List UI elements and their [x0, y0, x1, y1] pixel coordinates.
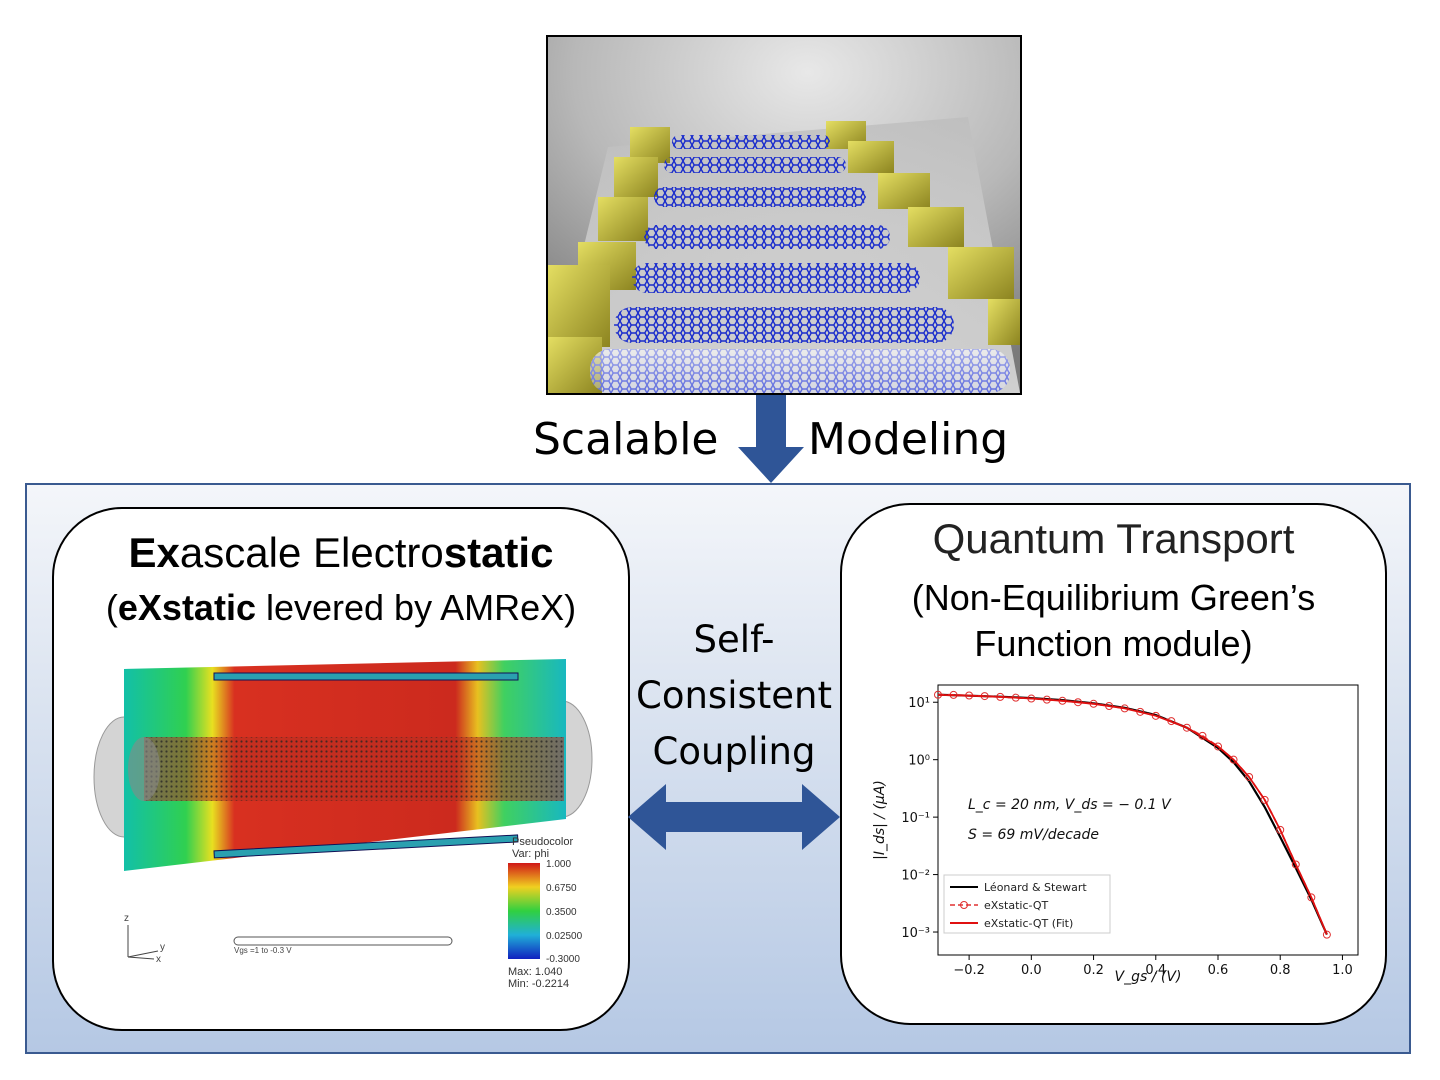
colorbar-tick: 0.02500: [546, 931, 583, 942]
y-axis-label: |I_ds| / (μA): [872, 780, 888, 860]
y-tick-label: 10⁻¹: [901, 811, 930, 826]
colorbar-tick: -0.3000: [546, 954, 580, 965]
negf-subtitle-line-1: (Non-Equilibrium Green’s: [911, 577, 1316, 618]
series-point: [1245, 772, 1254, 781]
negf-subtitle-line-2: Function module): [974, 623, 1253, 664]
coupling-line-3: Coupling: [652, 730, 816, 773]
slider-label: Vgs =1 to -0.3 V: [234, 946, 292, 955]
colorbar-tick: 0.3500: [546, 907, 577, 918]
nanotubes: [590, 135, 1010, 393]
legend-max: Max: 1.040: [508, 966, 562, 978]
x-tick-label: 0.0: [1021, 963, 1042, 978]
nanotube-array-image: [548, 37, 1020, 393]
colorbar-tick: 1.000: [546, 859, 571, 870]
series-point: [1260, 795, 1269, 804]
colorbar-tick: 0.6750: [546, 883, 577, 894]
electrostatic-card: Exascale Electrostatic (eXstatic levered…: [52, 507, 630, 1031]
y-tick-label: 10⁰: [908, 754, 930, 769]
legend-entry: Léonard & Stewart: [984, 881, 1087, 894]
left-contacts: [548, 127, 670, 393]
annotation-lc-vds: L_c = 20 nm, V_ds = − 0.1 V: [968, 797, 1172, 813]
legend-var: Var: phi: [512, 848, 549, 860]
svg-text:z: z: [124, 913, 129, 924]
chart-series: [934, 690, 1331, 939]
legend-entry: eXstatic-QT (Fit): [984, 917, 1073, 930]
colorbar: [508, 863, 540, 959]
electrostatic-title: Exascale Electrostatic: [128, 529, 554, 576]
y-tick-label: 10¹: [908, 696, 930, 711]
down-arrow-icon: [738, 395, 804, 483]
x-tick-label: 0.2: [1083, 963, 1104, 978]
nanotube-array-render: [546, 35, 1022, 395]
electrostatic-subtitle: (eXstatic levered by AMReX): [105, 587, 577, 628]
series-line-2: [937, 694, 1328, 935]
x-tick-label: 1.0: [1332, 963, 1353, 978]
electrostatic-simulation: z y x Vgs =1 to -0.3 V Pseudocolor Var: …: [93, 659, 593, 990]
coupling-line-1: Self-: [693, 618, 775, 661]
y-tick-label: 10⁻³: [901, 926, 930, 941]
chart-legend: Léonard & Stewart eXstatic-QT eXstatic-Q…: [943, 874, 1111, 934]
x-tick-label: 0.8: [1270, 963, 1291, 978]
series-point: [1291, 860, 1300, 869]
annotation-subthreshold: S = 69 mV/decade: [968, 827, 1099, 843]
axes-triad: [127, 925, 159, 960]
x-axis-ticks: −0.2 0.0 0.2 0.4 0.6 0.8 1.0: [953, 955, 1353, 978]
legend-name: Pseudocolor: [512, 836, 573, 848]
time-slider[interactable]: [233, 936, 453, 946]
series-point: [1307, 893, 1316, 902]
series-point: [1276, 825, 1285, 834]
x-tick-label: 0.6: [1208, 963, 1229, 978]
iv-chart: −0.2 0.0 0.2 0.4 0.6 0.8 1.0 10¹ 10⁰ 10⁻¹ 10⁻² 10⁻…: [872, 684, 1359, 985]
series-point: [1229, 755, 1238, 764]
svg-text:x: x: [156, 954, 161, 965]
modeling-label: Modeling: [808, 414, 1009, 465]
y-axis-ticks: 10¹ 10⁰ 10⁻¹ 10⁻² 10⁻³: [901, 696, 938, 941]
coupling-line-2: Consistent: [636, 674, 832, 717]
quantum-transport-title: Quantum Transport: [932, 515, 1295, 562]
quantum-transport-card: Quantum Transport (Non-Equilibrium Green…: [840, 503, 1387, 1025]
series-point: [1322, 930, 1331, 939]
series-point: [1214, 742, 1222, 751]
svg-text:y: y: [160, 942, 165, 953]
right-contacts: [826, 121, 1020, 345]
series-point: [1182, 723, 1191, 732]
bidirectional-arrow-icon: [628, 784, 840, 850]
x-tick-label: −0.2: [953, 963, 985, 978]
y-tick-label: 10⁻²: [901, 869, 930, 884]
x-axis-label: V_gs / (V): [1115, 969, 1182, 985]
scalable-label: Scalable: [533, 414, 719, 465]
legend-entry: eXstatic-QT: [984, 899, 1049, 912]
legend-min: Min: -0.2214: [508, 978, 569, 990]
x-tick-label: 0.4: [1145, 963, 1166, 978]
